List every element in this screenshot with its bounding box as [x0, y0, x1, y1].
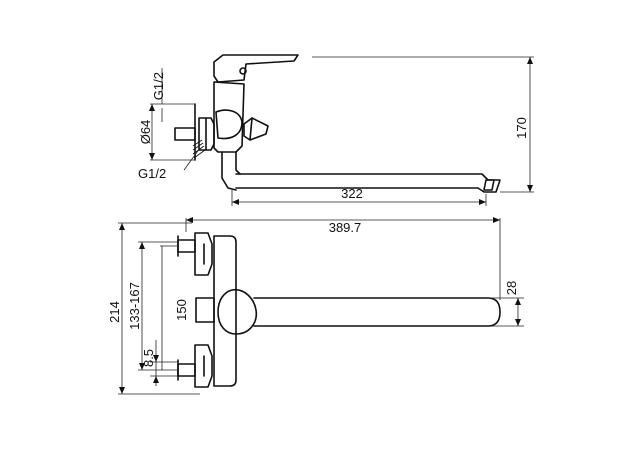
lower-nut: [177, 363, 196, 377]
dim-depth-total: 214: [107, 222, 200, 395]
aerator: [483, 179, 495, 191]
lever-handle: [213, 54, 299, 83]
label-height: 170: [514, 117, 529, 139]
lever-top: [217, 288, 258, 335]
label-thread-top: G1/2: [151, 72, 166, 100]
dim-overall-length: 389.7: [185, 217, 501, 300]
dim-spout-length: 322: [231, 186, 487, 206]
handle-screw: [239, 67, 247, 75]
body-plate: [213, 235, 237, 387]
dim-eccentric-offset: 8.5: [141, 340, 178, 386]
top-view: 389.7 28 214 133-167: [107, 217, 524, 395]
label-depth-total: 214: [107, 301, 122, 323]
spout: [235, 173, 501, 193]
dim-center-height: 150: [160, 245, 189, 370]
dim-center-range: 133-167: [127, 241, 178, 371]
label-thread-bottom: G1/2: [138, 166, 166, 181]
center-block: [195, 297, 215, 323]
label-center-height: 150: [174, 299, 189, 321]
side-view: G1/2 Ø64 G1/2 170: [138, 54, 534, 206]
diverter-bulb: [215, 109, 243, 140]
connector-nut: [174, 127, 196, 141]
dim-thread-top: G1/2: [151, 68, 166, 122]
dim-diameter: Ø64: [138, 103, 195, 161]
dim-spout-height: 28: [490, 281, 524, 327]
label-eccentric-offset: 8.5: [141, 349, 156, 367]
spout-arm: [253, 297, 501, 327]
label-overall-length: 389.7: [329, 220, 362, 235]
label-spout-length: 322: [341, 186, 363, 201]
dim-height: 170: [312, 56, 534, 193]
diverter-knob-edge: [249, 117, 253, 141]
label-center-range: 133-167: [127, 282, 142, 330]
upper-nut: [177, 239, 196, 253]
lower-flange: [194, 344, 213, 388]
dim-thread-bottom: G1/2: [138, 147, 201, 181]
label-diameter: Ø64: [138, 120, 153, 145]
diverter-knob: [243, 117, 269, 141]
spout-neck: [221, 151, 241, 191]
upper-flange: [194, 232, 213, 276]
label-spout-height: 28: [504, 281, 519, 295]
